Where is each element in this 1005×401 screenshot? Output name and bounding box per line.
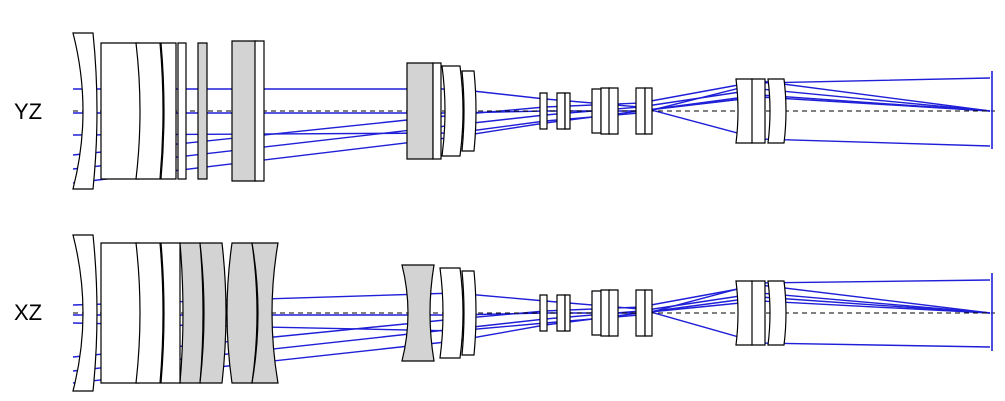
yz-lens-element-14 [556,92,566,130]
xz-lens-element-20 [735,280,755,346]
panel-label-yz: YZ [14,99,42,124]
xz-panel [72,234,995,392]
yz-lens-element-6 [197,42,208,180]
xz-lens-element-6 [199,242,227,384]
xz-lens-element-21 [751,280,766,346]
yz-lens-element-13 [539,92,548,130]
xz-lens-element-17 [608,289,619,337]
panel-label-xz: XZ [14,300,42,325]
yz-lens-element-12 [461,70,477,152]
xz-lens-element-14 [564,294,571,332]
yz-lens-element-7 [231,40,257,182]
xz-lens-element-10 [439,267,464,359]
xz-lens-element-11 [461,270,477,356]
xz-lens-element-5 [179,242,204,384]
yz-panel [72,32,995,190]
yz-lens-element-20 [644,87,653,135]
xz-lens-element-15 [591,290,602,336]
yz-lens-element-9 [406,62,434,160]
yz-lens-element-22 [751,78,766,144]
xz-lens-element-3 [135,242,164,384]
yz-lens-element-5 [177,42,187,180]
yz-lens-element-16 [591,88,602,134]
xz-lens-element-22 [767,280,787,346]
yz-ray-4 [72,80,991,156]
yz-lens-element-23 [767,78,787,144]
xz-lens-element-19 [644,289,653,337]
xz-lens-element-1 [72,234,98,392]
yz-lens-element-19 [635,87,646,135]
yz-lens-element-3 [135,42,164,180]
yz-lens-element-4 [160,42,177,180]
yz-lens-element-21 [735,78,755,144]
xz-lens-element-7 [226,242,258,384]
yz-lens-element-11 [441,65,464,157]
xz-lens-element-4 [160,242,181,384]
yz-ray-2 [72,77,991,136]
yz-lens-element-8 [254,40,265,182]
yz-lens-element-18 [608,87,619,135]
yz-lens-element-1 [72,32,98,190]
xz-lens-element-18 [635,289,646,337]
yz-lens-element-10 [432,62,442,160]
yz-lens-element-15 [564,92,571,130]
xz-lens-element-8 [251,242,279,384]
xz-lens-element-9 [401,264,435,362]
xz-lens-element-13 [556,294,566,332]
xz-lens-element-12 [539,294,548,332]
